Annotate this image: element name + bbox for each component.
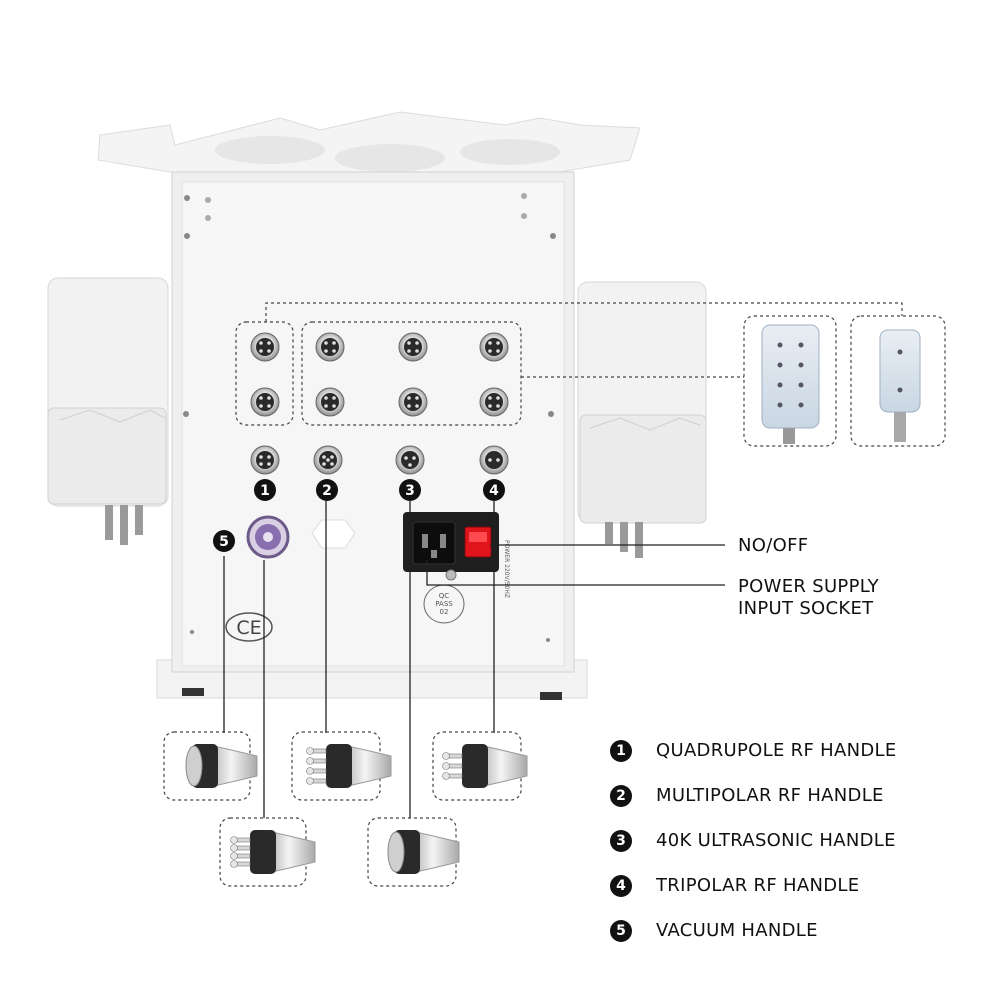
port-badge: 1 <box>254 479 276 501</box>
handpieces <box>163 731 528 887</box>
legend-label: QUADRUPOLE RF HANDLE <box>656 740 897 761</box>
legend-item: 4 TRIPOLAR RF HANDLE <box>610 863 990 908</box>
multipolar-rf-handle <box>306 744 392 788</box>
electrode-pad-small <box>879 329 921 442</box>
connector-port[interactable] <box>250 387 280 417</box>
socket-callout: POWER SUPPLY INPUT SOCKET <box>738 576 879 620</box>
legend-item: 1 QUADRUPOLE RF HANDLE <box>610 728 990 773</box>
legend-number: 4 <box>610 874 632 897</box>
connector-port[interactable] <box>250 445 280 475</box>
svg-text:POWER 220V/50HZ: POWER 220V/50HZ <box>503 540 510 598</box>
socket-callout-line1: POWER SUPPLY <box>738 576 879 597</box>
electrode-pad-large <box>761 324 820 444</box>
port-badge: 3 <box>399 479 421 501</box>
round-socket-plate <box>311 519 356 549</box>
power-switch[interactable] <box>464 526 492 558</box>
handle-frame <box>291 731 381 801</box>
svg-text:1: 1 <box>260 483 270 499</box>
port-badge: 2 <box>316 479 338 501</box>
legend-label: 40K ULTRASONIC HANDLE <box>656 830 896 851</box>
handle-frame <box>367 817 457 887</box>
connector-port[interactable] <box>398 332 428 362</box>
switch-callout: NO/OFF <box>738 535 809 556</box>
svg-text:PASS: PASS <box>435 600 453 608</box>
connector-port[interactable] <box>315 332 345 362</box>
tripolar-rf-handle <box>442 744 528 788</box>
vacuum-port[interactable] <box>246 515 290 559</box>
ultrasonic-handle <box>387 830 460 874</box>
connector-port[interactable] <box>398 387 428 417</box>
ce-mark: CE <box>225 612 273 642</box>
legend-item: 3 40K ULTRASONIC HANDLE <box>610 818 990 863</box>
svg-text:5: 5 <box>219 534 229 550</box>
svg-text:4: 4 <box>489 483 499 499</box>
connector-port[interactable] <box>315 387 345 417</box>
svg-text:QC: QC <box>439 592 450 600</box>
legend-number: 5 <box>610 919 632 942</box>
connector-port[interactable] <box>479 332 509 362</box>
legend-number: 3 <box>610 829 632 852</box>
connector-port[interactable] <box>479 387 509 417</box>
handle-holder-tray <box>97 111 641 173</box>
connector-port[interactable] <box>479 445 509 475</box>
svg-text:2: 2 <box>322 483 332 499</box>
legend-label: TRIPOLAR RF HANDLE <box>656 875 860 896</box>
handle-frame <box>432 731 522 801</box>
leader-lines <box>223 500 725 818</box>
port-badge: 5 <box>213 530 235 552</box>
handle-frame <box>219 817 307 887</box>
handle-frame <box>163 731 251 801</box>
svg-text:02: 02 <box>440 608 449 616</box>
left-side-holder <box>47 277 169 545</box>
connector-group-frames <box>235 302 946 447</box>
legend-number: 2 <box>610 784 632 807</box>
connector-port[interactable] <box>395 445 425 475</box>
connector-port[interactable] <box>250 332 280 362</box>
socket-callout-line2: INPUT SOCKET <box>738 598 874 619</box>
connector-port[interactable] <box>313 445 343 475</box>
handle-legend: 1 QUADRUPOLE RF HANDLE 2 MULTIPOLAR RF HAN… <box>610 728 990 953</box>
right-side-holder <box>577 281 707 558</box>
legend-label: MULTIPOLAR RF HANDLE <box>656 785 884 806</box>
legend-label: VACUUM HANDLE <box>656 920 818 941</box>
device-back-panel <box>156 171 588 700</box>
legend-item: 5 VACUUM HANDLE <box>610 908 990 953</box>
port-badge: 4 <box>483 479 505 501</box>
vacuum-handle <box>185 744 258 788</box>
svg-text:3: 3 <box>405 483 415 499</box>
svg-text:CE: CE <box>236 617 261 639</box>
connector-ports <box>250 332 509 475</box>
port-number-badges: 1 2 3 4 5 <box>213 479 505 552</box>
legend-number: 1 <box>610 739 632 762</box>
legend-item: 2 MULTIPOLAR RF HANDLE <box>610 773 990 818</box>
quadrupole-rf-handle <box>230 830 316 874</box>
